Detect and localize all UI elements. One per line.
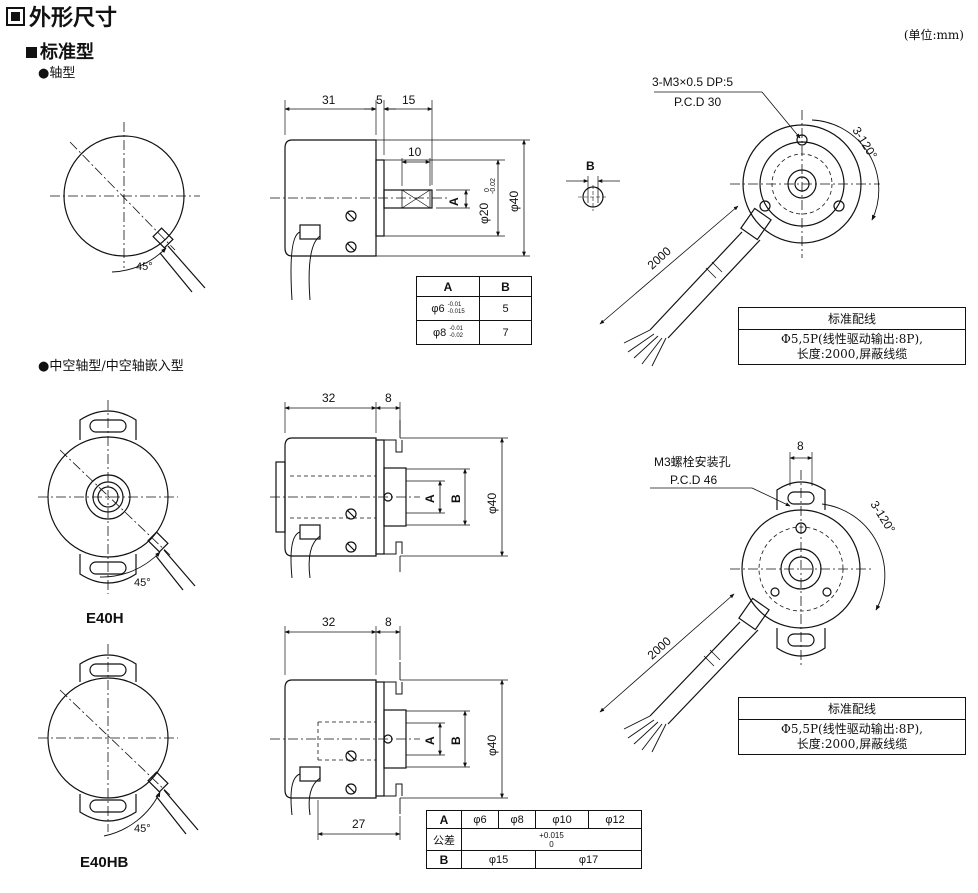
shaft-rear-view <box>599 91 880 367</box>
hollow-table-tolerance: +0.015 0 <box>461 828 642 851</box>
table-row: φ8 -0.01 -0.02 7 <box>416 320 532 345</box>
unit-label: (单位:mm) <box>903 28 964 42</box>
dim-shaft-dia20-tol0: 0 <box>484 188 491 192</box>
dim-e40hb-8: 8 <box>385 615 392 629</box>
angle-45-e40hb: 45° <box>134 823 151 835</box>
wiring-line1: Φ5,5P(线性驱动输出:8P), <box>781 332 923 346</box>
hollow-table-a-1: φ8 <box>498 810 537 829</box>
dim-e40hb-32: 32 <box>322 615 336 629</box>
hollow-type-label: ●中空轴型/中空轴嵌入型 <box>38 359 184 374</box>
hollow-spec-table: A φ6 φ8 φ10 φ12 公差 +0.015 0 B φ15 φ17 <box>426 810 642 869</box>
dim-rear-8: 8 <box>797 439 804 453</box>
shaft-table-cell-a: φ8 -0.01 -0.02 <box>416 320 480 345</box>
dim-e40h-8: 8 <box>385 391 392 405</box>
note-pcd30: P.C.D 30 <box>674 95 721 109</box>
square-bullet-icon <box>26 47 37 58</box>
hollow-table-b-0: φ15 <box>460 850 537 869</box>
wiring-line1: Φ5,5P(线性驱动输出:8P), <box>781 722 923 736</box>
shaft-table-cell-b: 7 <box>479 320 532 345</box>
dim-cable-2000-top: 2000 <box>645 244 674 272</box>
section-subtitle: 标准型 <box>26 38 94 64</box>
e40hb-front-view <box>38 644 199 837</box>
hollow-table-a-0: φ6 <box>460 810 500 829</box>
e40h-side-view <box>270 402 508 579</box>
angle-45-e40h: 45° <box>134 577 151 589</box>
hollow-table-a-2: φ10 <box>535 810 590 829</box>
shaft-table-cell-a: φ6 -0.01 -0.015 <box>416 296 480 321</box>
dim-e40h-dia40: φ40 <box>485 493 499 514</box>
hollow-table-label-a: A <box>426 810 462 829</box>
wiring-header: 标准配线 <box>739 698 965 720</box>
dim-e40hb-dia40: φ40 <box>485 735 499 756</box>
e40hb-side-view <box>270 626 508 840</box>
page-title: 外形尺寸 <box>6 0 117 32</box>
wiring-box-bottom: 标准配线 Φ5,5P(线性驱动输出:8P), 长度:2000,屏蔽线缆 <box>738 697 966 755</box>
dim-shaft-10: 10 <box>408 145 422 159</box>
dim-e40h-a: A <box>423 494 437 503</box>
table-row: A φ6 φ8 φ10 φ12 <box>426 810 642 829</box>
square-icon <box>6 7 25 26</box>
hollow-table-a-3: φ12 <box>588 810 642 829</box>
dim-shaft-dia20-tol: -0.02 <box>490 178 497 194</box>
dim-e40h-32: 32 <box>322 391 336 405</box>
dim-e40hb-b: B <box>449 736 463 745</box>
e40h-rear-view <box>599 452 886 753</box>
model-e40h: E40H <box>86 610 124 627</box>
table-row: 公差 +0.015 0 <box>426 828 642 851</box>
dim-shaft-dia20: φ20 <box>477 203 491 224</box>
shaft-side-view <box>270 100 530 301</box>
shaft-spec-table: A B φ6 -0.01 -0.015 5 φ8 -0.01 -0.02 7 <box>416 276 532 345</box>
wiring-box-top: 标准配线 Φ5,5P(线性驱动输出:8P), 长度:2000,屏蔽线缆 <box>738 307 966 365</box>
hollow-table-label-tol: 公差 <box>426 828 462 851</box>
shaft-front-view <box>50 122 206 293</box>
hollow-table-b-1: φ17 <box>535 850 642 869</box>
note-m3-hole: M3螺栓安装孔 <box>654 454 731 469</box>
shaft-b-detail <box>566 176 620 211</box>
shaft-table-cell-b: 5 <box>479 296 532 321</box>
table-row: B φ15 φ17 <box>426 850 642 869</box>
dim-shaft-31: 31 <box>322 93 336 107</box>
dim-shaft-a: A <box>447 197 461 206</box>
e40h-front-view <box>38 400 196 594</box>
angle-45-shaft: 45° <box>136 261 153 273</box>
dim-shaft-b: B <box>586 159 595 173</box>
dim-shaft-5: 5 <box>376 93 383 107</box>
shaft-table-header-b: B <box>479 276 532 297</box>
dim-e40hb-a: A <box>423 736 437 745</box>
hollow-table-label-b: B <box>426 850 462 869</box>
dim-cable-2000-mid: 2000 <box>645 634 674 662</box>
dim-shaft-15: 15 <box>402 93 416 107</box>
wiring-line2: 长度:2000,屏蔽线缆 <box>796 347 908 361</box>
model-e40hb: E40HB <box>80 854 129 871</box>
shaft-table-header-a: A <box>416 276 480 297</box>
wiring-line2: 长度:2000,屏蔽线缆 <box>796 737 908 751</box>
dim-3-120-mid: 3-120° <box>867 498 898 536</box>
dim-shaft-dia40: φ40 <box>507 191 521 212</box>
table-row: φ6 -0.01 -0.015 5 <box>416 296 532 321</box>
wiring-header: 标准配线 <box>739 308 965 330</box>
shaft-type-label: ●轴型 <box>38 66 76 81</box>
note-m3-dp5: 3-M3×0.5 DP:5 <box>652 75 733 89</box>
note-pcd46: P.C.D 46 <box>670 473 717 487</box>
dim-e40h-b: B <box>449 494 463 503</box>
dim-e40hb-27: 27 <box>352 817 366 831</box>
